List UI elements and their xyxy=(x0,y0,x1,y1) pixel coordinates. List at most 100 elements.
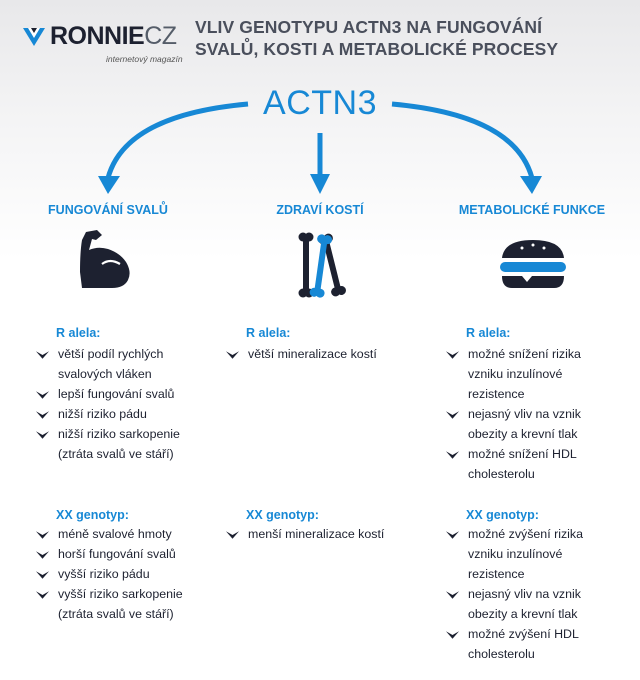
list-item: větší mineralizace kostí xyxy=(225,344,425,364)
list-item: nižší riziko pádu xyxy=(35,404,225,424)
chevron-down-icon xyxy=(445,531,460,539)
chevron-down-icon xyxy=(35,531,50,539)
arrow-left xyxy=(105,101,249,179)
chevron-down-icon xyxy=(445,631,460,639)
arrowhead-right xyxy=(520,176,542,194)
list-item-text: nejasný vliv na vznik xyxy=(468,587,581,601)
list-item: méně svalové hmoty xyxy=(35,524,225,544)
chevron-down-icon xyxy=(35,351,50,359)
list-item-text: cholesterolu xyxy=(468,467,535,481)
list-item: možné zvýšení rizika xyxy=(445,524,635,544)
list-item: možné snížení rizika xyxy=(445,344,635,364)
brand-logo[interactable]: RONNIECZ internetový magazín xyxy=(22,22,183,66)
list-item-text: vzniku inzulínové xyxy=(468,367,563,381)
bones-icon xyxy=(298,232,346,298)
list-item-continuation: cholesterolu xyxy=(445,464,635,484)
burger-icon xyxy=(500,240,566,288)
column-1-r-allele-list: větší podíl rychlých svalových vláken le… xyxy=(35,344,225,464)
bone-left xyxy=(298,232,314,298)
list-item: vyšší riziko pádu xyxy=(35,564,225,584)
list-item-continuation: cholesterolu xyxy=(445,644,635,664)
list-item-text: nižší riziko pádu xyxy=(58,407,147,421)
list-item-continuation: obezity a krevní tlak xyxy=(445,424,635,444)
list-item-text: možné zvýšení rizika xyxy=(468,527,583,541)
list-item-text: možné snížení HDL xyxy=(468,447,577,461)
list-item: větší podíl rychlých xyxy=(35,344,225,364)
flexed-bicep-icon xyxy=(80,230,130,288)
list-item-continuation: (ztráta svalů ve stáří) xyxy=(35,444,225,464)
list-item-continuation: rezistence xyxy=(445,384,635,404)
list-item-continuation: obezity a krevní tlak xyxy=(445,604,635,624)
list-item-continuation: vzniku inzulínové xyxy=(445,544,635,564)
column-title-bones: ZDRAVÍ KOSTÍ xyxy=(276,203,364,217)
title-line-1: VLIV GENOTYPU ACTN3 NA FUNGOVÁNÍ xyxy=(195,17,543,37)
chevron-down-icon xyxy=(445,591,460,599)
list-item-text: nižší riziko sarkopenie xyxy=(58,427,180,441)
list-item-text: (ztráta svalů ve stáří) xyxy=(58,607,174,621)
column-3-r-allele-list: možné snížení rizika vzniku inzulínové r… xyxy=(445,344,635,484)
list-item-text: cholesterolu xyxy=(468,647,535,661)
list-item-continuation: rezistence xyxy=(445,564,635,584)
list-item-continuation: vzniku inzulínové xyxy=(445,364,635,384)
list-item-text: obezity a krevní tlak xyxy=(468,427,578,441)
chevron-down-icon xyxy=(445,411,460,419)
list-item-text: horší fungování svalů xyxy=(58,547,176,561)
list-item-text: větší podíl rychlých xyxy=(58,347,164,361)
list-item: horší fungování svalů xyxy=(35,544,225,564)
chevron-down-icon xyxy=(35,571,50,579)
logo-chevron-icon xyxy=(23,28,45,46)
list-item-text: rezistence xyxy=(468,387,525,401)
chevron-down-icon xyxy=(445,451,460,459)
list-item-text: větší mineralizace kostí xyxy=(248,347,377,361)
column-3-xx-genotype-list: možné zvýšení rizika vzniku inzulínové r… xyxy=(445,524,635,664)
column-3-r-allele-heading: R alela: xyxy=(466,326,511,340)
list-item-text: vyšší riziko pádu xyxy=(58,567,150,581)
arrow-right xyxy=(391,101,535,179)
column-2-r-allele-heading: R alela: xyxy=(246,326,291,340)
list-item-text: rezistence xyxy=(468,567,525,581)
list-item: nejasný vliv na vznik xyxy=(445,404,635,424)
column-title-muscles: FUNGOVÁNÍ SVALŮ xyxy=(48,203,168,217)
list-item-text: možné snížení rizika xyxy=(468,347,581,361)
list-item-text: lepší fungování svalů xyxy=(58,387,175,401)
list-item-text: vzniku inzulínové xyxy=(468,547,563,561)
brand-name-suffix: CZ xyxy=(144,22,177,50)
list-item: vyšší riziko sarkopenie xyxy=(35,584,225,604)
list-item-text: vyšší riziko sarkopenie xyxy=(58,587,183,601)
column-2-xx-genotype-heading: XX genotyp: xyxy=(246,508,319,522)
list-item: možné zvýšení HDL xyxy=(445,624,635,644)
chevron-down-icon xyxy=(35,391,50,399)
chevron-down-icon xyxy=(445,351,460,359)
list-item: lepší fungování svalů xyxy=(35,384,225,404)
list-item-text: svalových vláken xyxy=(58,367,152,381)
brand-name-main: RONNIE xyxy=(50,22,145,50)
chevron-down-icon xyxy=(225,531,240,539)
column-2-xx-genotype-list: menší mineralizace kostí xyxy=(225,524,425,544)
root-node: ACTN3 xyxy=(263,84,377,122)
chevron-down-icon xyxy=(35,551,50,559)
column-1-xx-genotype-heading: XX genotyp: xyxy=(56,508,129,522)
page-title: VLIV GENOTYPU ACTN3 NA FUNGOVÁNÍ SVALŮ, … xyxy=(195,16,625,60)
arrowhead-center xyxy=(310,174,330,194)
title-line-2: SVALŮ, KOSTI A METABOLICKÉ PROCESY xyxy=(195,39,559,59)
column-1-xx-genotype-list: méně svalové hmoty horší fungování svalů… xyxy=(35,524,225,624)
list-item: možné snížení HDL xyxy=(445,444,635,464)
list-item-continuation: svalových vláken xyxy=(35,364,225,384)
list-item-text: obezity a krevní tlak xyxy=(468,607,578,621)
chevron-down-icon xyxy=(35,431,50,439)
bone-center xyxy=(309,234,333,298)
column-1-r-allele-heading: R alela: xyxy=(56,326,101,340)
list-item-text: možné zvýšení HDL xyxy=(468,627,579,641)
list-item: menší mineralizace kostí xyxy=(225,524,425,544)
list-item-text: menší mineralizace kostí xyxy=(248,527,385,541)
brand-tagline: internetový magazín xyxy=(106,54,183,64)
chevron-down-icon xyxy=(35,591,50,599)
list-item-text: (ztráta svalů ve stáří) xyxy=(58,447,174,461)
column-title-metabolism: METABOLICKÉ FUNKCE xyxy=(458,203,606,217)
list-item-continuation: (ztráta svalů ve stáří) xyxy=(35,604,225,624)
chevron-down-icon xyxy=(35,411,50,419)
list-item: nižší riziko sarkopenie xyxy=(35,424,225,444)
chevron-down-icon xyxy=(225,351,240,359)
